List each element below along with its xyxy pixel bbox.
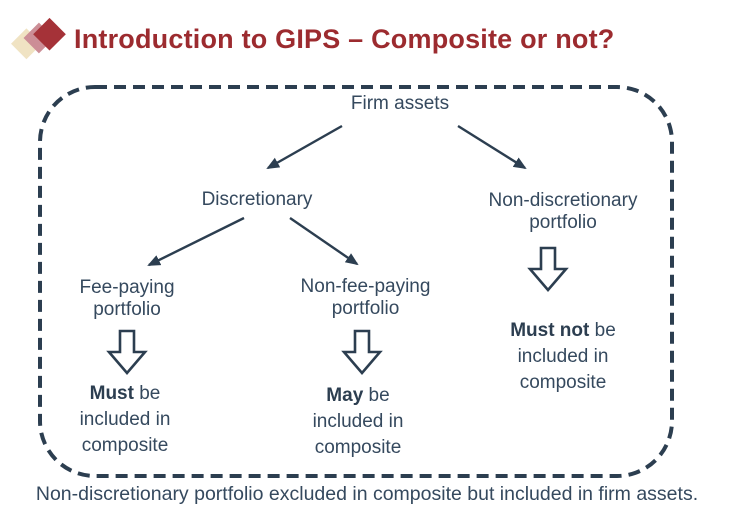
- outcome-may-after: be: [363, 385, 390, 406]
- arrow-firm-to-discretionary: [266, 124, 343, 170]
- logo-diamond-red: [33, 17, 66, 51]
- arrow-discretionary-to-feepaying: [147, 216, 245, 267]
- block-arrow-non-fee-paying-icon: [342, 329, 382, 375]
- node-non-discretionary: Non-discretionary portfolio: [488, 190, 638, 233]
- outcome-must: Must be included in composite: [50, 381, 200, 460]
- outcome-may-emphasis: May: [326, 385, 364, 406]
- node-discretionary: Discretionary: [201, 189, 313, 210]
- outcome-must-not-line3: composite: [519, 372, 607, 394]
- outcome-must-line3: composite: [81, 435, 169, 457]
- node-fee-paying: Fee-paying portfolio: [79, 277, 175, 320]
- block-arrow-non-discretionary-icon: [528, 246, 568, 292]
- outcome-must-not-emphasis: Must not: [510, 320, 590, 341]
- arrow-firm-to-nondiscretionary: [457, 124, 527, 170]
- outcome-may-line2: included in: [312, 411, 404, 433]
- outcome-must-emphasis: Must: [89, 383, 134, 404]
- outcome-must-not: Must not be included in composite: [478, 318, 648, 397]
- outcome-may-line3: composite: [314, 437, 402, 459]
- slide-header: Introduction to GIPS – Composite or not?: [8, 14, 614, 64]
- outcome-may-line1: May be: [283, 383, 433, 409]
- outcome-must-not-line1: Must not be: [478, 318, 648, 344]
- diamonds-logo-icon: [11, 17, 66, 60]
- node-non-fee-paying: Non-fee-paying portfolio: [300, 276, 431, 319]
- page-title: Introduction to GIPS – Composite or not?: [74, 23, 615, 54]
- footnote-caption: Non-discretionary portfolio excluded in …: [35, 483, 699, 505]
- dashed-border: [38, 85, 674, 478]
- outcome-must-line2: included in: [79, 409, 171, 431]
- arrow-discretionary-to-nonfeepaying: [289, 217, 359, 266]
- outcome-must-not-after: be: [589, 320, 616, 341]
- node-firm-assets: Firm assets: [350, 93, 450, 114]
- outcome-must-line1: Must be: [50, 381, 200, 407]
- outcome-must-not-line2: included in: [517, 346, 609, 368]
- block-arrow-fee-paying-icon: [107, 329, 147, 375]
- outcome-must-after: be: [133, 383, 161, 404]
- outcome-may: May be included in composite: [283, 383, 433, 462]
